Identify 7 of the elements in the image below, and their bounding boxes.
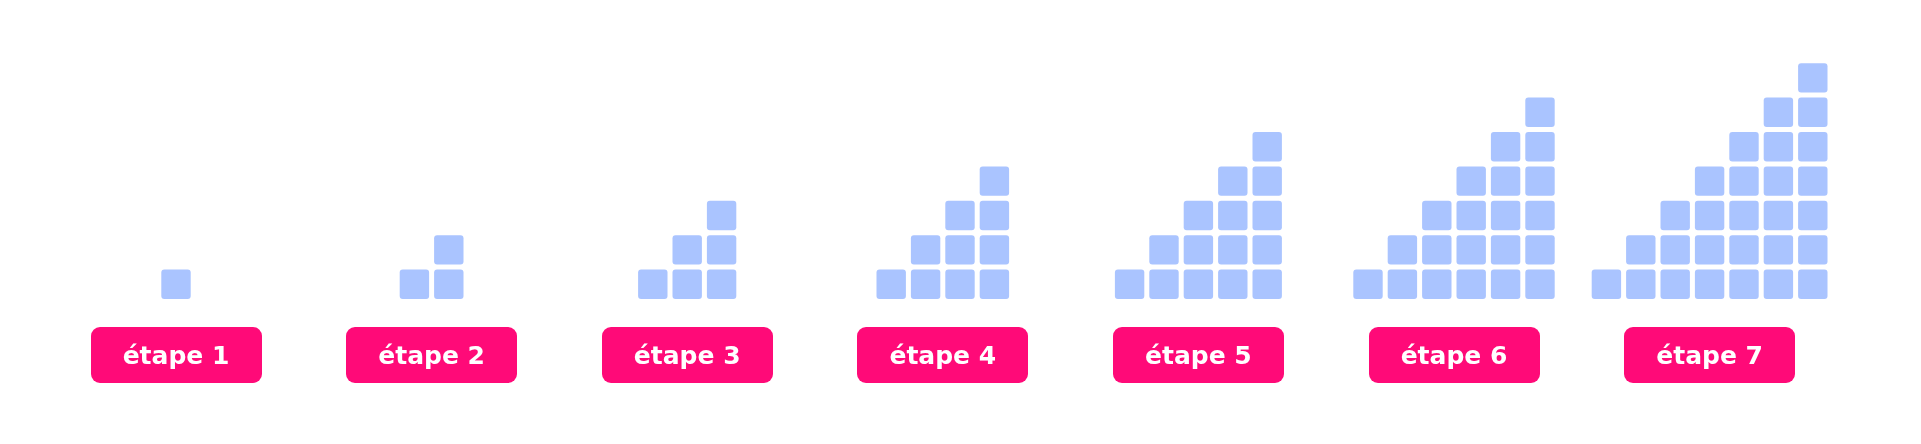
step-label: étape 5	[1112, 327, 1284, 383]
step-label: étape 3	[601, 327, 773, 383]
step-label: étape 6	[1368, 327, 1540, 383]
step-label: étape 1	[90, 327, 262, 383]
step-label: étape 7	[1624, 327, 1796, 383]
step-label: étape 4	[857, 327, 1029, 383]
step-label: étape 2	[346, 327, 518, 383]
